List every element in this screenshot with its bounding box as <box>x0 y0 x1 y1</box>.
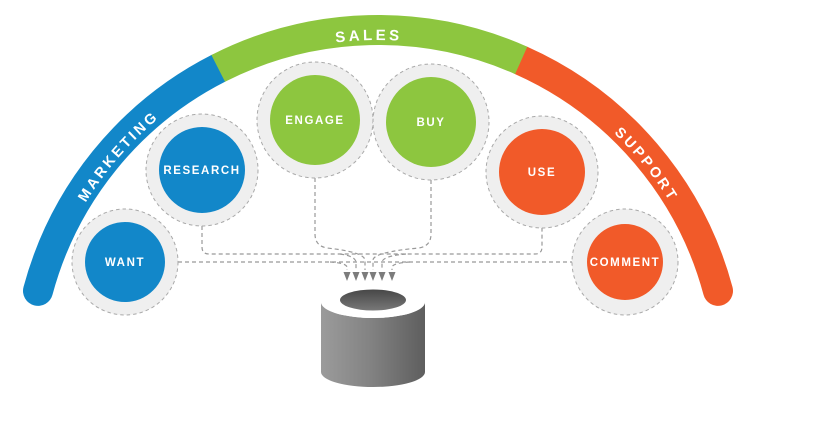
arrow-down-icon <box>361 272 369 281</box>
connector-engage <box>314 178 366 270</box>
connector-branch-research <box>339 253 357 270</box>
connector-research-use-rail <box>201 226 543 255</box>
arrow-down-icon <box>378 272 386 281</box>
arc-segment-sales <box>211 14 528 82</box>
arrow-down-icon <box>352 272 360 281</box>
arrow-down-icon <box>369 272 377 281</box>
stage-use: USE <box>485 115 599 229</box>
stage-circle-comment <box>587 224 663 300</box>
stage-label-use: USE <box>528 167 556 179</box>
arc-label-sales: SALES <box>334 26 403 46</box>
stage-label-engage: ENGAGE <box>285 115 344 127</box>
stage-label-buy: BUY <box>416 117 445 129</box>
connector-branch-comment <box>391 261 411 270</box>
arrow-down-icon <box>343 272 351 281</box>
database-cylinder-icon <box>321 286 425 387</box>
stage-want: WANT <box>71 208 179 316</box>
stage-circle-engage <box>270 75 360 165</box>
cylinder-hole <box>340 289 406 311</box>
arc-label-sales-text: SALES <box>334 26 399 46</box>
arrow-down-icon <box>388 272 396 281</box>
arc-segment-marketing <box>23 53 234 306</box>
stage-label-comment: COMMENT <box>590 257 661 269</box>
stage-label-research: RESEARCH <box>163 165 240 177</box>
cylinder-body <box>321 302 425 387</box>
stage-comment: COMMENT <box>571 208 679 316</box>
stage-circle-use <box>499 129 585 215</box>
stage-circle-research <box>159 127 245 213</box>
arc-segment-support <box>506 45 733 306</box>
connector-buy <box>372 180 432 270</box>
stage-engage: ENGAGE <box>256 61 374 179</box>
stage-circle-want <box>85 222 165 302</box>
connector-branch-want <box>329 261 348 270</box>
stage-buy: BUY <box>372 63 490 181</box>
stage-research: RESEARCH <box>145 113 259 227</box>
connectors <box>178 178 572 281</box>
stage-label-want: WANT <box>105 257 145 269</box>
stage-circle-buy <box>386 77 476 167</box>
